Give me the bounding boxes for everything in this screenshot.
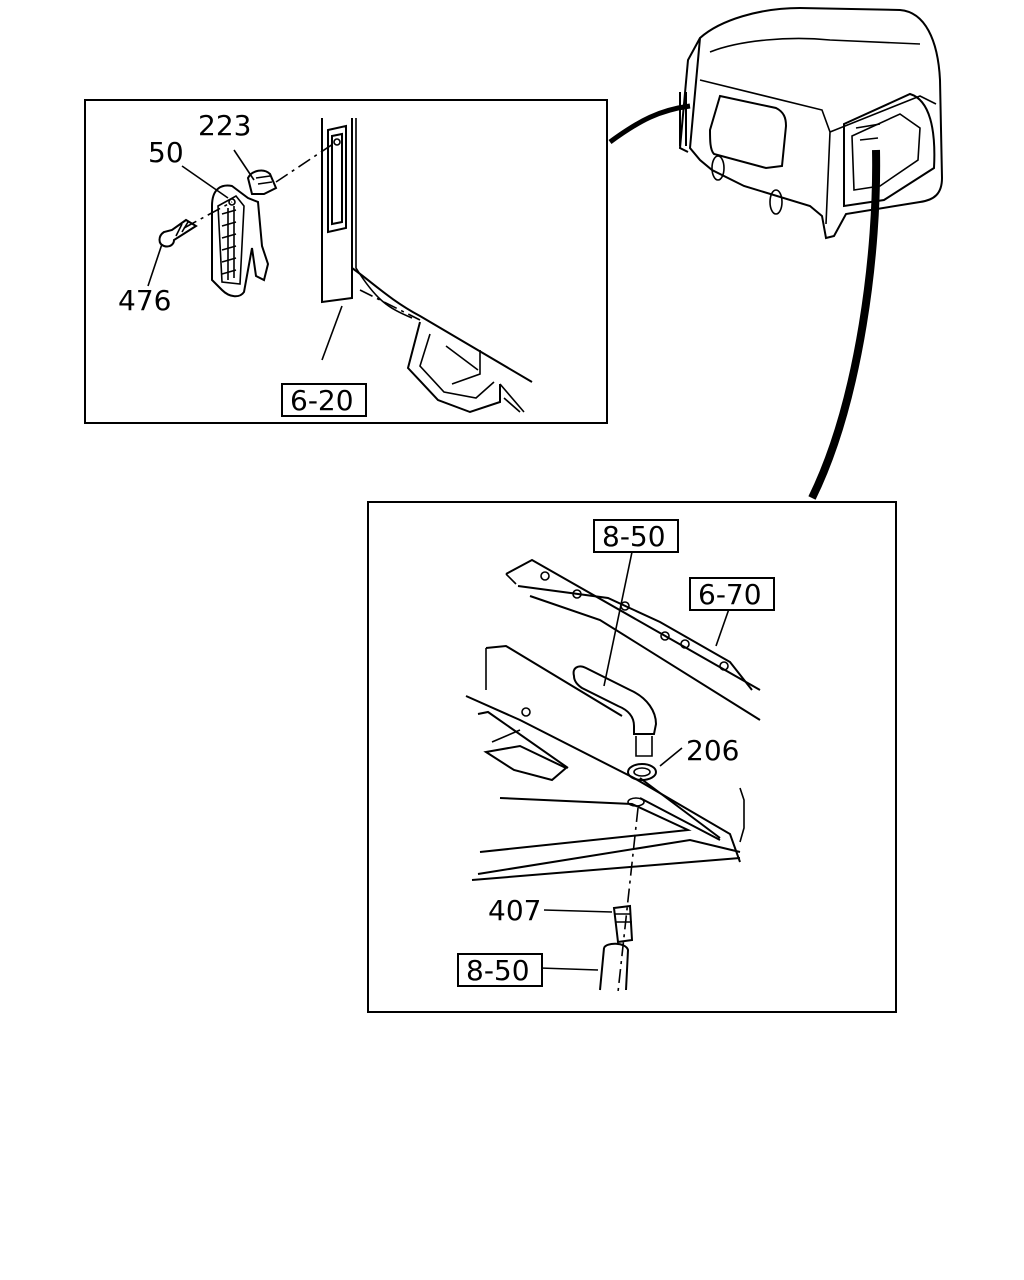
ref-box-8-50-top (593, 519, 679, 553)
ref-label-8-50-top: 8-50 (602, 520, 666, 553)
top-detail-drawing (147, 118, 533, 414)
label-part-407: 407 (488, 894, 541, 927)
ref-label-6-70: 6-70 (698, 578, 762, 611)
ref-box-6-70 (689, 577, 775, 611)
leader-cab-to-bottom-box (808, 149, 881, 500)
cab-overview (678, 6, 944, 240)
label-part-476: 476 (118, 284, 171, 317)
ref-box-8-50-bottom (457, 953, 543, 987)
bottom-detail-frame (367, 501, 897, 1013)
ref-label-6-20: 6-20 (290, 384, 354, 417)
top-detail-frame (84, 99, 608, 424)
leader-cab-to-top-box (608, 103, 691, 145)
ref-box-6-20 (281, 383, 367, 417)
ref-label-8-50-bottom: 8-50 (466, 954, 530, 987)
label-part-206: 206 (686, 734, 739, 767)
label-part-223: 223 (198, 109, 251, 142)
bottom-detail-drawing (465, 551, 761, 993)
label-part-50: 50 (148, 136, 184, 169)
